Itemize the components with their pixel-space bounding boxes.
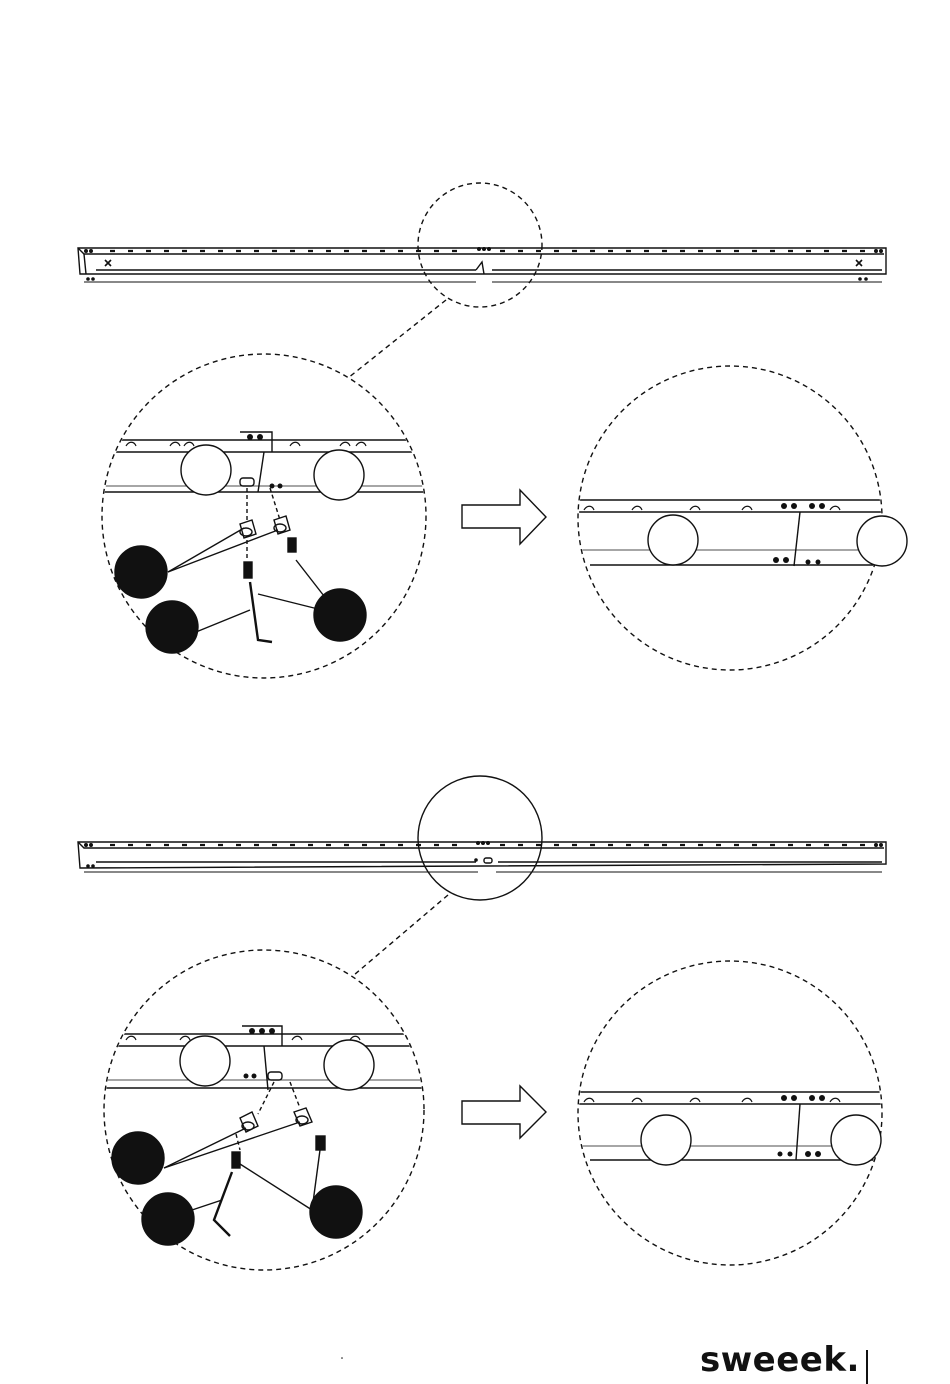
callout-circle-d-step-1 [857, 516, 907, 566]
page-dot [341, 1357, 343, 1359]
connector-sleeve-icon [240, 1108, 312, 1132]
leader-line-step-2 [354, 895, 448, 975]
callout-circle-c-step-1 [648, 515, 698, 565]
exploded-view-step-2 [100, 950, 430, 1270]
callout-circle-a-step-2 [180, 1036, 230, 1086]
callout-black-3-step-1 [314, 589, 366, 641]
callout-circle-b-step-2 [324, 1040, 374, 1090]
arrow-right-icon [462, 490, 546, 544]
leader-line-step-1 [348, 300, 446, 378]
detail-circle-step-1 [418, 183, 542, 307]
brand-logo: sweeek. [700, 1340, 860, 1380]
exploded-view-step-1 [100, 354, 430, 678]
rail-step-2 [78, 841, 886, 872]
assembled-view-step-2 [570, 961, 890, 1265]
arrow-right-icon [462, 1086, 546, 1138]
detail-circle-step-2 [418, 776, 542, 900]
callout-black-3-step-2 [310, 1186, 362, 1238]
allen-key-icon [214, 1172, 232, 1236]
callout-circle-d-step-2 [831, 1115, 881, 1165]
callout-black-1-step-1 [115, 546, 167, 598]
brand-divider [866, 1350, 868, 1384]
callout-circle-b-step-1 [314, 450, 364, 500]
callout-circle-a-step-1 [181, 445, 231, 495]
callout-circle-c-step-2 [641, 1115, 691, 1165]
callout-black-1-step-2 [112, 1132, 164, 1184]
step-1 [78, 183, 907, 678]
step-2 [78, 776, 890, 1270]
callout-black-2-step-2 [142, 1193, 194, 1245]
screw-icon [244, 538, 296, 578]
rail-step-1 [78, 247, 886, 282]
rail-end-markings-step-1 [105, 260, 862, 266]
allen-key-icon [250, 582, 272, 642]
assembled-view-step-1 [570, 366, 907, 670]
callout-black-2-step-1 [146, 601, 198, 653]
